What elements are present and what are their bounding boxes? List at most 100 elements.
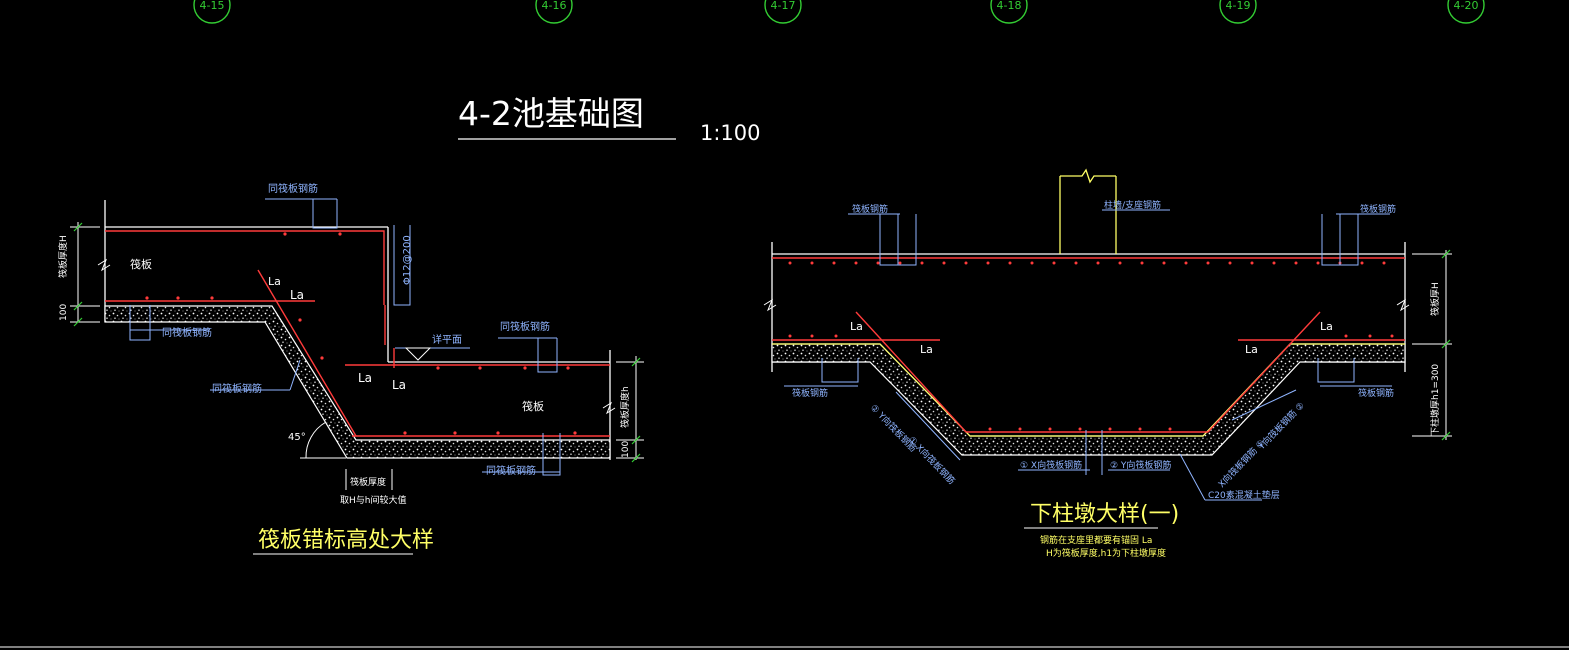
label-la: La [392,378,406,392]
axis-bubble: 4-16 [535,0,573,24]
label-la: La [290,288,304,302]
axis-bubble: 4-17 [764,0,802,24]
rebar-dot [1316,261,1320,265]
right-rebar-dots [788,261,1394,431]
label-raft-rebar: 筏板钢筋 [1360,203,1396,215]
axis-bubble-label: 4-18 [997,0,1022,12]
rebar-dot [1018,427,1022,431]
label-same-raft: 同筏板钢筋 [500,320,550,333]
rebar-dot [964,261,968,265]
label-la: La [920,343,933,356]
rebar-dot [1382,261,1386,265]
left-leaders [129,198,561,476]
rebar-dot [1272,261,1276,265]
rebar-dot [1344,334,1348,338]
axis-bubble: 4-19 [1219,0,1257,24]
rebar-dot [1140,261,1144,265]
label-note: 取H与h间较大值 [340,494,406,506]
rebar-dot [854,261,858,265]
rebar-dot [898,261,902,265]
axis-bubbles: 4-15 4-16 4-17 4-18 4-19 4-20 [193,0,1485,24]
left-rebar-dots [145,232,577,435]
break-symbols [97,258,1410,415]
right-note: H为筏板厚度,h1为下柱墩厚度 [1046,547,1166,559]
right-leaders [784,209,1392,501]
axis-bubble-label: 4-20 [1454,0,1479,12]
label-x-rebar: ① X向筏板钢筋 [1020,459,1082,471]
label-dimension: 100 [59,304,69,321]
label-y-rebar: Y向筏板钢筋 ② [1255,400,1307,453]
rebar-dot [1052,261,1056,265]
label-raft-rebar: 筏板钢筋 [852,203,888,215]
label-raft: 筏板 [522,399,544,413]
rebar-dot [1368,334,1372,338]
label-la: La [1245,343,1258,356]
right-dim-ticks [1441,249,1451,441]
label-raft: 筏板 [130,257,152,271]
label-raft-rebar: 筏板钢筋 [1358,387,1394,399]
rebar-dot [788,334,792,338]
drawing-title: 4-2池基础图 [458,94,644,133]
label-same-raft: 同筏板钢筋 [162,326,212,339]
label-raft-thickness: 筏板厚H [1429,282,1441,316]
rebar-dot [1078,427,1082,431]
rebar-dot [1184,261,1188,265]
rebar-dot [1206,261,1210,265]
label-angle: 45° [288,432,306,443]
rebar-dot [1030,261,1034,265]
label-cushion: C20素混凝土垫层 [1208,489,1280,501]
rebar-dot [1118,261,1122,265]
rebar-dot [1096,261,1100,265]
column-wall [1059,168,1117,254]
rebar-dot [832,261,836,265]
axis-bubble-label: 4-19 [1226,0,1251,12]
label-la: La [1320,320,1333,333]
axis-bubble-label: 4-16 [542,0,567,12]
rebar-dot [1138,427,1142,431]
left-caption: 筏板错标高处大样 [258,528,434,553]
label-same-raft: 同筏板钢筋 [212,382,262,395]
rebar-dot [1108,427,1112,431]
rebar-dot [1168,427,1172,431]
right-caption: 下柱墩大样(一) [1030,502,1179,527]
right-cushion [771,343,1406,456]
axis-bubble: 4-15 [193,0,231,24]
label-raft-thickness: 筏板厚度h [619,386,631,428]
left-dim-ticks [73,222,641,463]
label-same-raft: 同筏板钢筋 [486,464,536,477]
left-detail: 同筏板钢筋 筏板 Φ12@200 同筏板钢筋 详平面 同筏板钢筋 同筏板钢筋 筏… [57,182,644,555]
label-la: La [850,320,863,333]
rebar-dot [1074,261,1078,265]
left-dimensions [70,222,644,490]
angle-arc [305,421,327,459]
right-rebar [772,257,1405,433]
label-note: 筏板厚度 [350,476,386,488]
label-floor-level: 详平面 [432,333,462,346]
label-dimension: 100 [621,441,631,458]
rebar-dot [810,334,814,338]
axis-bubble-label: 4-17 [771,0,796,12]
label-same-raft: 同筏板钢筋 [268,182,318,195]
rebar-dot [988,427,992,431]
floor-level-marker [404,347,432,361]
axis-bubble-label: 4-15 [200,0,225,12]
right-note: 钢筋在支座里都要有锚固 La [1040,534,1152,546]
rebar-dot [834,334,838,338]
axis-bubble: 4-18 [990,0,1028,24]
label-la: La [268,275,281,288]
rebar-dot [1390,334,1394,338]
label-column-wall-rebar: 柱墙/支座钢筋 [1104,199,1161,211]
rebar-dot [1294,261,1298,265]
label-raft-rebar: 筏板钢筋 [792,387,828,399]
label-y-rebar: ② Y向筏板钢筋 [1110,459,1171,471]
label-raft-thickness: 筏板厚度H [57,235,69,278]
rebar-dot [1228,261,1232,265]
rebar-dot [810,261,814,265]
rebar-dot [986,261,990,265]
axis-bubble: 4-20 [1447,0,1485,24]
rebar-dot [920,261,924,265]
rebar-dot [876,261,880,265]
rebar-dot [1360,261,1364,265]
rebar-dot [1048,427,1052,431]
rebar-dot [788,261,792,265]
